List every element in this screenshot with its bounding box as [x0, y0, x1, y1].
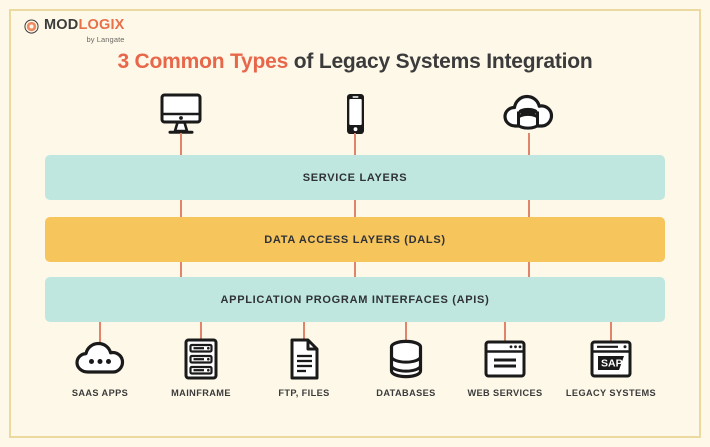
connector-apis-to-web-services [504, 322, 506, 342]
connector-apis-to-ftp [303, 322, 305, 342]
bottom-node-mainframe-icon-wrap [181, 337, 221, 381]
connector-apis-to-databases [405, 322, 407, 342]
layer-bar-service-label: SERVICE LAYERS [302, 171, 408, 184]
bottom-node-web-services-icon-wrap [482, 337, 528, 381]
connector-dals-to-apis-3 [528, 262, 530, 278]
bottom-node-ftp-files-icon-wrap [286, 337, 322, 381]
top-node-cloud-database[interactable] [494, 88, 564, 140]
mobile-phone-icon [347, 94, 364, 134]
connector-apis-to-mainframe [200, 322, 202, 342]
top-node-desktop[interactable] [146, 88, 216, 140]
browser-window-icon [484, 340, 526, 378]
bottom-node-web-services[interactable]: WEB SERVICES [453, 337, 557, 398]
bottom-node-mainframe[interactable]: MAINFRAME [149, 337, 253, 398]
document-file-icon [290, 338, 319, 380]
bottom-node-databases[interactable]: DATABASES [354, 337, 458, 398]
bottom-node-ftp-files[interactable]: FTP, FILES [252, 337, 356, 398]
layer-bar-service[interactable]: SERVICE LAYERS [45, 155, 665, 200]
bottom-node-databases-icon-wrap [385, 337, 427, 381]
bottom-node-mainframe-label: MAINFRAME [171, 388, 231, 398]
connector-dals-to-apis-1 [180, 262, 182, 278]
connector-apis-to-saas [99, 322, 101, 342]
layer-bar-dals[interactable]: DATA ACCESS LAYERS (DALS) [45, 217, 665, 262]
layer-bar-apis-label: APPLICATION PROGRAM INTERFACES (APIS) [220, 293, 490, 306]
bottom-node-ftp-files-label: FTP, FILES [278, 388, 330, 398]
bottom-node-saas-apps-label: SAAS APPS [71, 388, 129, 398]
connector-service-to-dals-1 [180, 200, 182, 218]
brand-name-part2: LOGIX [78, 17, 125, 33]
top-node-mobile[interactable] [320, 88, 390, 140]
connector-mobile-to-service [354, 133, 356, 156]
connector-service-to-dals-3 [528, 200, 530, 218]
cloud-database-icon [503, 94, 554, 130]
connector-desktop-to-service [180, 133, 182, 156]
sap-browser-icon: SAP [590, 340, 632, 378]
connector-service-to-dals-2 [354, 200, 356, 218]
bottom-node-legacy-systems-icon-wrap: SAP [588, 337, 634, 381]
top-client-icons-row [0, 88, 710, 140]
saas-cloud-icon [75, 341, 125, 374]
mainframe-server-icon [184, 338, 218, 380]
connector-cloud-to-service [528, 133, 530, 156]
bottom-node-databases-label: DATABASES [376, 388, 436, 398]
layer-bar-dals-label: DATA ACCESS LAYERS (DALS) [264, 233, 446, 246]
bottom-node-legacy-systems[interactable]: SAP LEGACY SYSTEMS [559, 337, 663, 398]
bottom-node-saas-apps[interactable]: SAAS APPS [48, 337, 152, 398]
bottom-systems-row: SAAS APPS MAINFRAME [0, 337, 710, 409]
page-title: 3 Common Types of Legacy Systems Integra… [0, 50, 710, 74]
connector-apis-to-legacy [610, 322, 612, 342]
modlogix-circle-icon [24, 19, 39, 34]
brand-logo[interactable]: MODLOGIX by Langate [24, 18, 125, 43]
brand-tagline: by Langate [86, 34, 125, 44]
desktop-monitor-icon [160, 93, 202, 134]
page-title-rest: of Legacy Systems Integration [288, 50, 593, 73]
sap-badge-text: SAP [601, 358, 623, 370]
bottom-node-saas-apps-icon-wrap [75, 337, 125, 381]
brand-logo-text: MODLOGIX by Langate [44, 18, 125, 43]
layer-bar-apis[interactable]: APPLICATION PROGRAM INTERFACES (APIS) [45, 277, 665, 322]
bottom-node-web-services-label: WEB SERVICES [467, 388, 543, 398]
page-title-accent: 3 Common Types [117, 50, 289, 73]
bottom-node-legacy-systems-label: LEGACY SYSTEMS [565, 388, 657, 398]
database-cylinder-icon [389, 339, 423, 379]
connector-dals-to-apis-2 [354, 262, 356, 278]
brand-name-part1: MOD [44, 17, 79, 33]
